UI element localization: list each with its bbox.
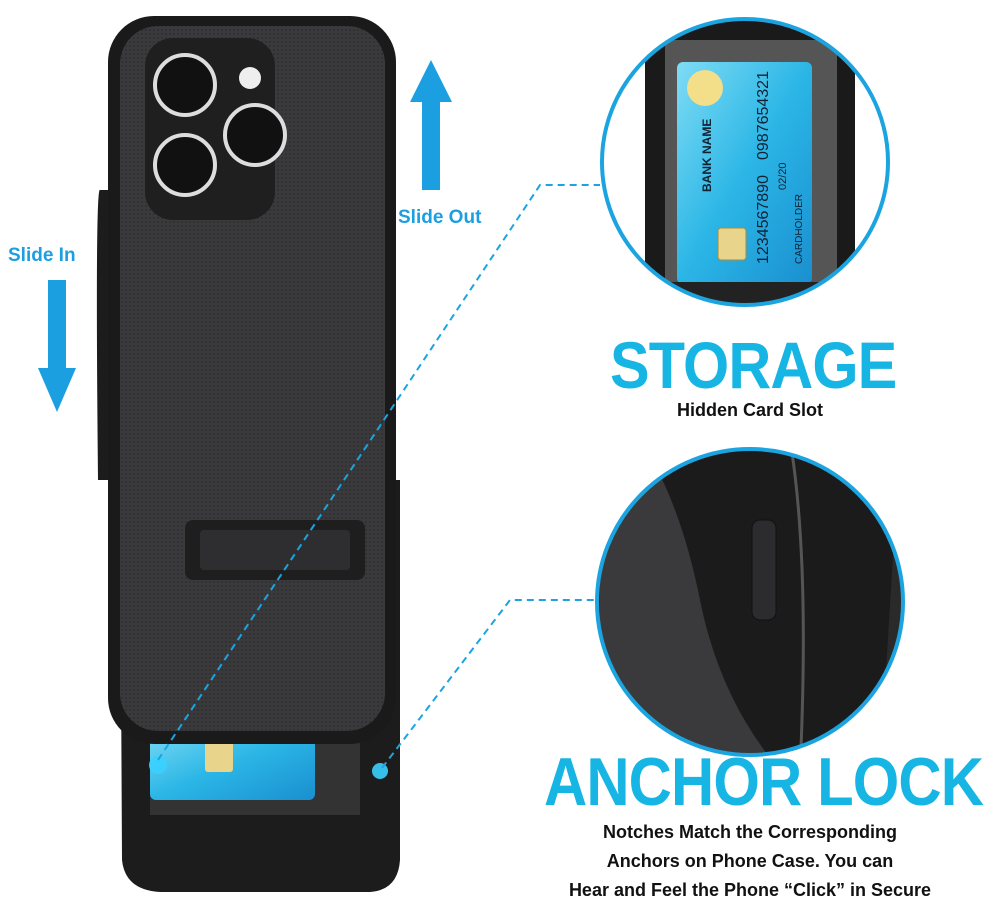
slide-out-arrow-icon [410,60,452,190]
camera-lens-icon [153,133,217,197]
chip-icon [205,740,233,772]
card-number-1: 0987654321 [755,71,772,160]
slide-in-arrow-icon [38,280,76,412]
description-line: Notches Match the Corresponding [602,822,898,842]
description-line: Anchors on Phone Case. You can [606,851,894,871]
flash-icon [239,67,261,89]
storage-title: STORAGE [610,328,897,402]
description-line: Hear and Feel the Phone “Click” in Secur… [568,880,932,900]
camera-lens-icon [153,53,217,117]
phone-case [108,16,396,744]
card-holder: CARDHOLDER [794,194,805,264]
card-bank-name: BANK NAME [700,119,714,192]
anchor-lock-description: Notches Match the Corresponding Anchors … [540,818,960,905]
anchor-detail-circle [595,447,905,757]
card-valid-thru: 02/20 [777,162,789,190]
storage-detail-circle: BANK NAME 0987654321 1234567890 02/20 CA… [600,17,890,307]
connector-lines [157,184,600,769]
slide-in-label: Slide In [8,245,76,266]
card-number-2: 1234567890 [755,175,772,264]
storage-subtitle: Hidden Card Slot [676,400,823,420]
anchor-lock-title: ANCHOR LOCK [544,744,984,820]
camera-lens-icon [223,103,287,167]
anchor-notch [751,519,777,621]
slide-out-label: Slide Out [398,207,482,228]
chip-icon [717,227,747,261]
